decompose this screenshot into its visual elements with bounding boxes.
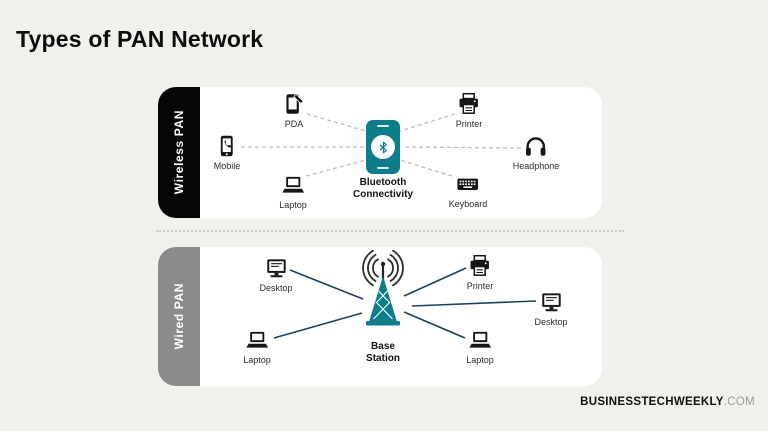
device-label: Headphone (512, 161, 560, 171)
wired-pan-tab-label: Wired PAN (172, 283, 186, 350)
laptop-icon (282, 176, 304, 193)
device-label: Printer (455, 119, 483, 129)
device-label: Printer (466, 281, 494, 291)
device-label: Laptop (243, 355, 271, 365)
page-title: Types of PAN Network (16, 26, 264, 52)
device-desktop: Desktop (534, 289, 568, 327)
footer-brand-domain: .COM (723, 396, 755, 408)
device-printer: Printer (455, 91, 483, 129)
printer-icon (459, 92, 479, 114)
device-desktop: Desktop (259, 255, 293, 293)
panel-separator (156, 230, 624, 232)
wireless-pan-tab: Wireless PAN (158, 87, 200, 218)
mobile-icon (221, 135, 233, 157)
device-laptop: Laptop (279, 172, 307, 210)
desktop-icon (266, 259, 286, 278)
pda-icon (286, 92, 305, 114)
bluetooth-device-icon (366, 120, 400, 174)
bluetooth-connectivity-label: Bluetooth Connectivity (352, 177, 414, 200)
device-label: Mobile (213, 161, 241, 171)
footer-brand-name: BUSINESSTECHWEEKLY (580, 396, 724, 408)
device-label: Laptop (466, 355, 494, 365)
wired-pan-tab: Wired PAN (158, 247, 200, 386)
device-label: Desktop (534, 317, 568, 327)
device-keyboard: Keyboard (448, 171, 488, 209)
wireless-pan-tab-label: Wireless PAN (172, 110, 186, 195)
device-label: Laptop (279, 200, 307, 210)
device-laptop: Laptop (466, 327, 494, 365)
device-mobile: Mobile (213, 133, 241, 171)
bluetooth-icon (371, 135, 395, 159)
device-label: PDA (284, 119, 304, 129)
device-printer: Printer (466, 253, 494, 291)
keyboard-icon (457, 178, 479, 190)
footer-brand: BUSINESSTECHWEEKLY.COM (580, 396, 755, 408)
base-station-icon (362, 250, 404, 326)
device-pda: PDA (281, 91, 307, 129)
device-laptop: Laptop (243, 327, 271, 365)
device-label: Keyboard (448, 199, 488, 209)
headphone-icon (526, 137, 546, 156)
printer-icon (470, 254, 490, 276)
desktop-icon (541, 293, 561, 312)
device-label: Desktop (259, 283, 293, 293)
device-headphone: Headphone (512, 133, 560, 171)
laptop-icon (246, 331, 268, 348)
base-station-label: Base Station (366, 341, 400, 364)
laptop-icon (469, 331, 491, 348)
